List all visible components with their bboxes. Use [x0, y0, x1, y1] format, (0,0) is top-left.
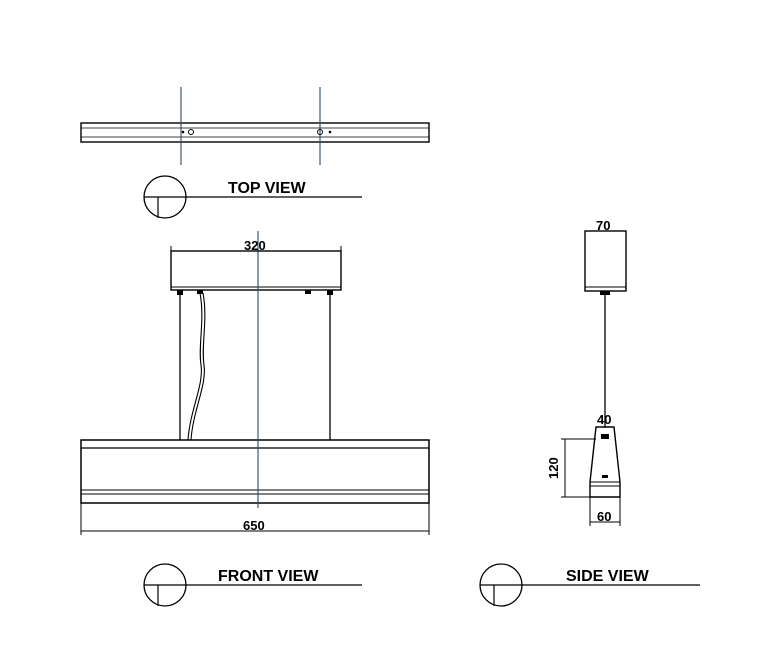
front-view-title-block: FRONT VIEW [143, 563, 362, 607]
fixture-top-width-label: 40 [597, 412, 611, 427]
side-view-clip [602, 475, 608, 478]
front-view-canopy-screw [197, 290, 203, 294]
fixture-bottom-width-label: 60 [597, 509, 611, 524]
fixture-height-label: 120 [546, 457, 561, 479]
front-view-title: FRONT VIEW [218, 568, 319, 585]
canopy-width-label: 70 [596, 218, 610, 233]
side-view-title-block: SIDE VIEW [479, 563, 700, 607]
fixture-length-label: 650 [243, 518, 265, 533]
top-view-mount-point [317, 129, 323, 135]
side-view: 70 40 120 60 [546, 218, 627, 526]
front-view: 320 650 [80, 231, 430, 535]
side-view-cable-clamp [601, 434, 609, 439]
front-view-canopy-screw [177, 290, 183, 295]
front-view-canopy [170, 250, 342, 291]
front-view-power-cord [187, 292, 203, 441]
side-view-canopy [584, 230, 627, 292]
canopy-length-label: 320 [244, 238, 266, 253]
front-view-canopy-screw [305, 290, 311, 294]
top-view-mount-point [188, 129, 194, 135]
front-view-canopy-screw [327, 290, 333, 295]
front-view-power-cord [190, 292, 206, 441]
top-view-mount-dot [181, 130, 185, 134]
top-view-mount-dot [328, 130, 332, 134]
top-view-title-block: TOP VIEW [143, 175, 362, 219]
front-view-fixture-body [80, 439, 430, 504]
top-view-bar-outline [80, 122, 430, 143]
top-view-title: TOP VIEW [228, 180, 307, 197]
top-view [80, 87, 430, 165]
side-view-title: SIDE VIEW [566, 568, 650, 585]
side-view-canopy-screw [600, 291, 610, 295]
